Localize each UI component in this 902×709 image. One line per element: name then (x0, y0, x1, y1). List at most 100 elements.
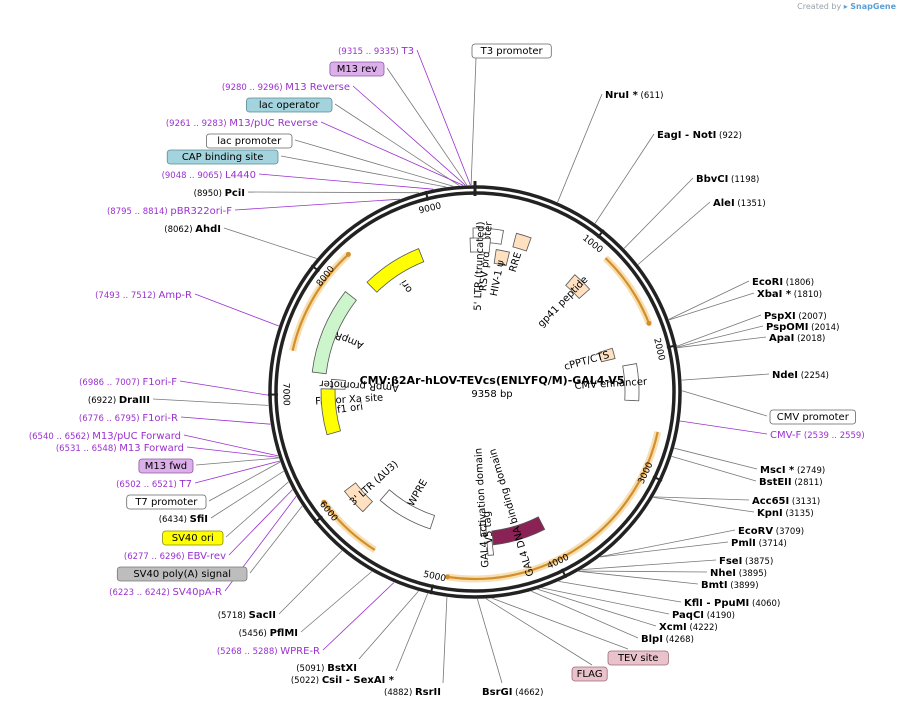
enzyme-label: BmtI (3899) (701, 580, 759, 591)
label-part: (5268 .. 5288) (217, 647, 280, 657)
feature-label: AmpR promoter (318, 377, 399, 392)
label-part: EcoRI (752, 277, 783, 288)
feature-segment (493, 249, 510, 267)
label-group: BstEII (2811) (759, 477, 823, 488)
label-part: (1806) (783, 278, 814, 288)
tick-mark (429, 584, 434, 595)
label-part: (1351) (735, 199, 766, 209)
label-part: XbaI * (757, 289, 792, 300)
label-group: EcoRV (3709) (738, 526, 804, 537)
leader-line (679, 420, 768, 435)
enzyme-label: NdeI (2254) (772, 370, 829, 381)
feature-label: GAL4 DNA binding domain (488, 447, 537, 577)
leader-line (300, 571, 373, 633)
primer-label: (8795 .. 8814) pBR322ori-F (107, 206, 232, 217)
label-part: (6922) (88, 396, 119, 406)
label-part: (6502 .. 6521) (116, 480, 179, 490)
feature-label: f1 ori (337, 402, 364, 416)
feature-box-label: lac operator (259, 100, 320, 111)
label-group: T3 promoter (471, 43, 552, 59)
label-part: (4060) (749, 599, 780, 609)
feature-segment (565, 274, 591, 300)
label-part: AhdI (195, 224, 221, 235)
leader-line (599, 541, 729, 558)
leader-line (653, 496, 750, 501)
feature-box-label: T7 promoter (134, 497, 198, 508)
feature-box (162, 530, 224, 546)
enzyme-label: (5718) SacII (218, 610, 276, 621)
labels: NruI * (611)EagI - NotI (922)BbvCI (1198… (29, 43, 865, 698)
label-group: SV40 ori (162, 530, 224, 546)
primer-label: (6223 .. 6242) SV40pA-R (109, 587, 222, 598)
label-part: PciI (225, 188, 245, 199)
leader-line (668, 280, 750, 320)
feature-label: RRE (508, 251, 525, 274)
label-group: Acc65I (3131) (752, 496, 820, 507)
leader-line (320, 121, 464, 186)
enzyme-label: (5091) BstXI (296, 663, 357, 674)
label-part: (611) (638, 91, 664, 101)
label-part: (9261 .. 9283) (166, 119, 229, 129)
label-group: CAP binding site (166, 149, 279, 165)
leader-line (671, 456, 757, 482)
label-part: CMV-F (770, 430, 801, 441)
leader-line (334, 103, 460, 186)
feature-box (245, 97, 333, 113)
label-part: - SexAI * (342, 675, 394, 686)
label-group: (6986 .. 7007) F1ori-F (79, 377, 177, 388)
label-part: (3709) (773, 527, 804, 537)
primer-label: (6531 .. 6548) M13 Forward (56, 443, 184, 454)
label-part: PspOMI (766, 322, 808, 333)
tick-mark (560, 568, 568, 579)
enzyme-label: XbaI * (1810) (757, 289, 822, 300)
label-group: PspOMI (2014) (766, 322, 839, 333)
leader-line (681, 390, 768, 417)
leader-line (637, 201, 711, 265)
feature-segment (366, 248, 425, 293)
feature-box (138, 458, 194, 474)
primer-label: CMV-F (2539 .. 2559) (770, 430, 865, 441)
enzyme-label: AleI (1351) (713, 198, 766, 209)
label-part: RsrII (415, 687, 441, 698)
tick-mark (424, 190, 430, 201)
label-part: - NotI (681, 130, 716, 141)
enzyme-label: FseI (3875) (719, 556, 773, 567)
label-part: (2811) (792, 478, 823, 488)
label-part: EcoRV (738, 526, 773, 537)
plasmid-size: 9358 bp (471, 389, 512, 400)
tick-mark (310, 264, 320, 273)
leader-line (470, 57, 477, 186)
label-group: PaqCI (4190) (672, 610, 735, 621)
tick-label: 9000 (418, 201, 443, 216)
label-part: DraIII (119, 395, 150, 406)
feature-box-label: TEV site (617, 653, 659, 664)
label-part: (2007) (796, 312, 827, 322)
leader-line (183, 434, 279, 457)
leader-line (247, 191, 420, 194)
label-group: (5022) CsiI - SexAI * (291, 675, 395, 686)
primer-label: (6776 .. 6795) F1ori-R (79, 413, 178, 424)
enzyme-label: XcmI (4222) (659, 622, 718, 633)
leader-line (594, 133, 655, 224)
leader-line (674, 447, 758, 470)
feature-label: HIV-1 ψ (489, 259, 507, 297)
feature-box-label: T3 promoter (480, 46, 544, 57)
primer-label: (6502 .. 6521) T7 (116, 479, 192, 490)
credit-line: Created by ▸ SnapGene (797, 2, 896, 11)
label-part: EagI (657, 130, 681, 141)
label-group: PspXI (2007) (764, 311, 827, 322)
leader-line (258, 173, 434, 190)
label-part: (2014) (808, 323, 839, 333)
orange-arc (323, 501, 376, 551)
label-part: WPRE-R (280, 646, 320, 657)
feature-box-label: SV40 ori (172, 533, 214, 544)
enzyme-label: (5022) CsiI - SexAI * (291, 675, 395, 686)
primer-label: (5268 .. 5288) WPRE-R (217, 646, 320, 657)
label-group: CMV promoter (769, 409, 856, 425)
label-part: M13 Forward (119, 443, 184, 454)
label-part: T7 (179, 479, 192, 490)
leader-line (581, 559, 717, 570)
primer-label: (6540 .. 6562) M13/pUC Forward (29, 431, 181, 442)
label-group: (6434) SfiI (159, 514, 208, 525)
leader-line (623, 177, 694, 249)
